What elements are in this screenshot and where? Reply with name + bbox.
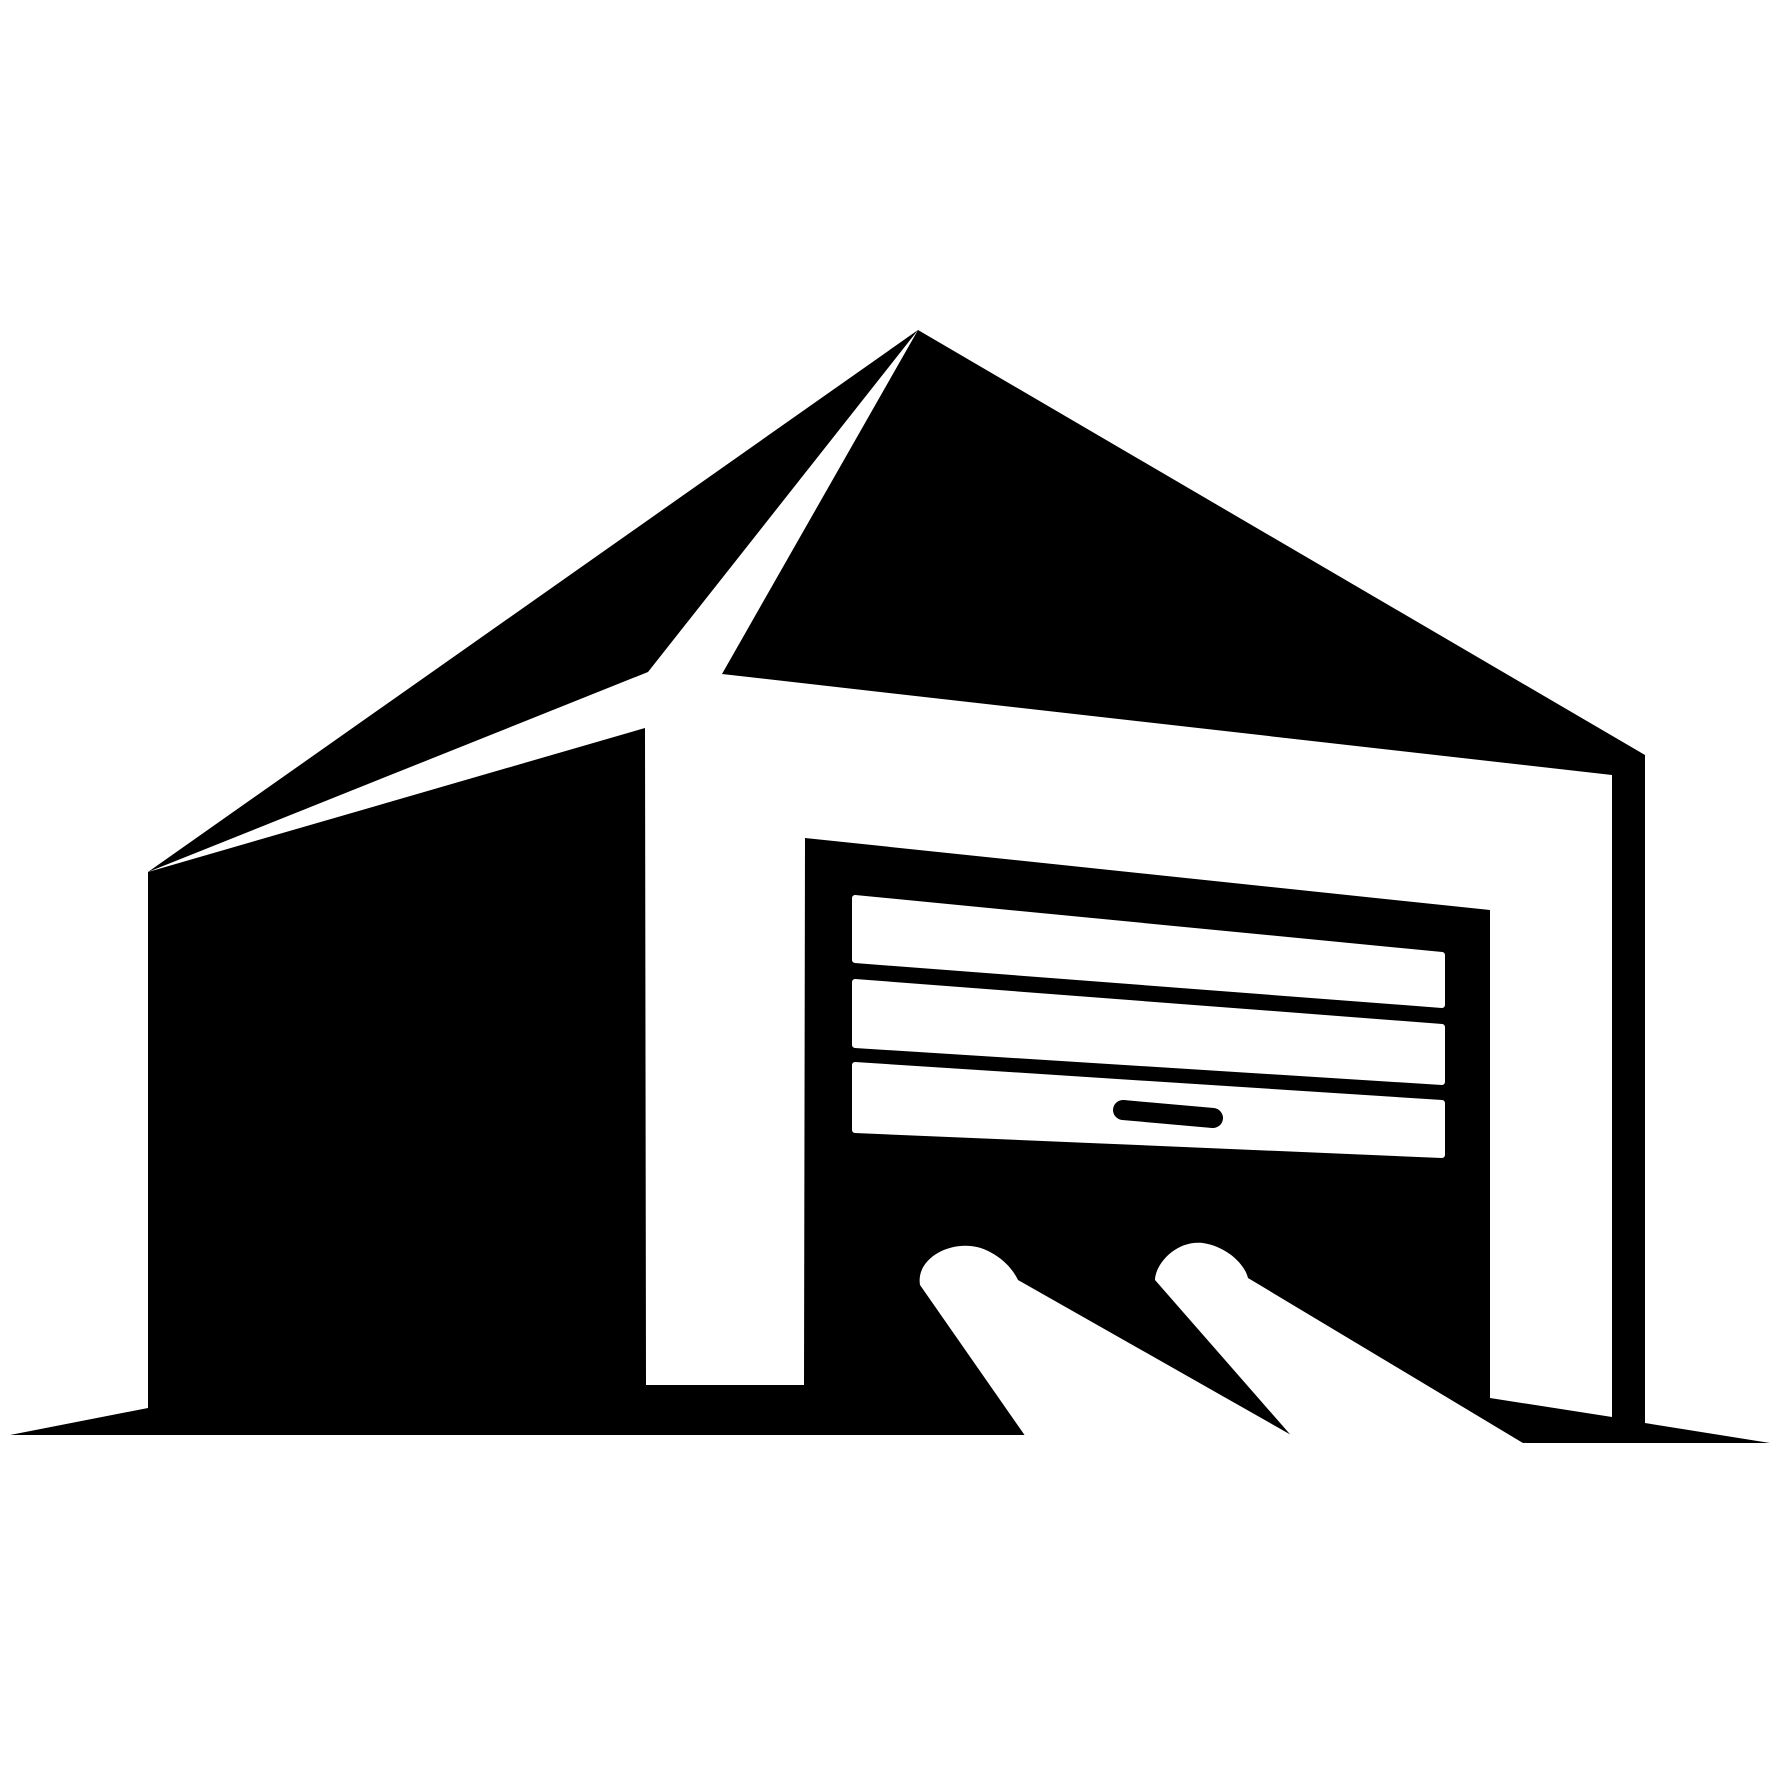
door-slat	[852, 895, 1445, 1008]
finger	[919, 1245, 1300, 1440]
door-slat	[852, 979, 1445, 1085]
finger	[1155, 1242, 1528, 1446]
door-handle-icon	[1113, 1100, 1223, 1128]
hand-icon	[919, 1242, 1528, 1446]
building-body	[10, 330, 1770, 1443]
garage-silhouette-icon	[10, 330, 1770, 1443]
door-frame	[148, 330, 1612, 1417]
garage-door-icon	[852, 895, 1445, 1158]
